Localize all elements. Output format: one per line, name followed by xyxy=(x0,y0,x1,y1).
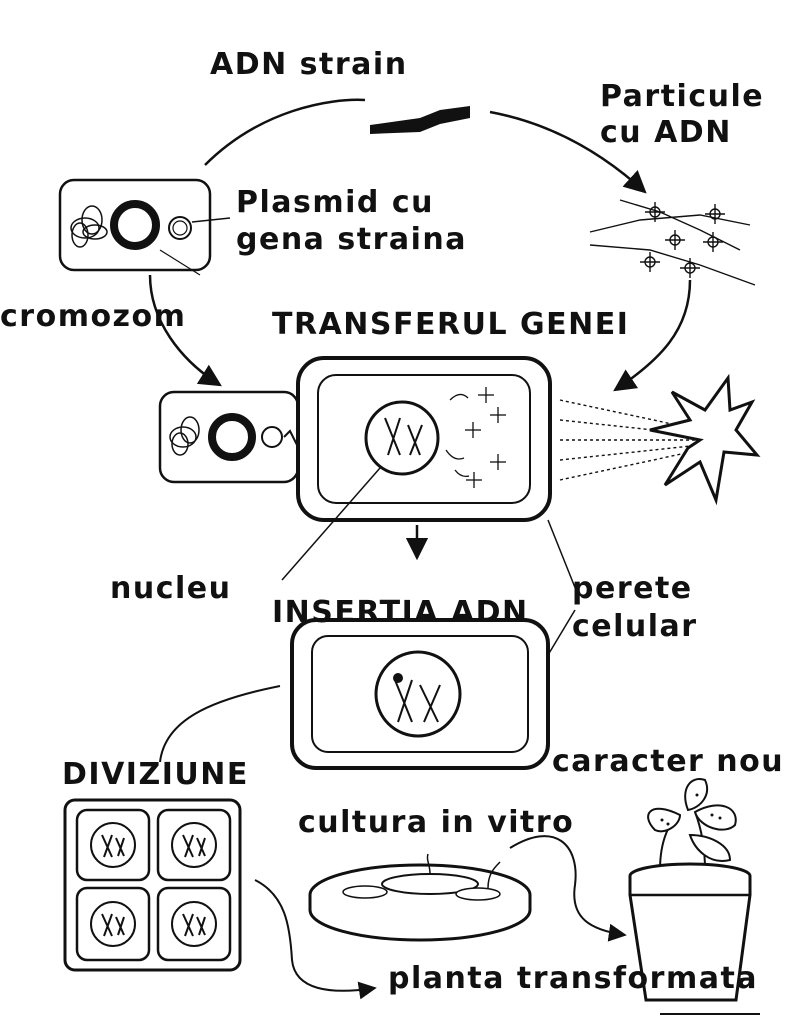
particle-icon xyxy=(703,232,723,252)
label-plasmid: Plasmid cu xyxy=(236,185,434,220)
particle-icon xyxy=(490,407,506,423)
particle-icon xyxy=(490,454,506,470)
petri-dish-icon xyxy=(308,853,532,942)
bacterium-middle xyxy=(158,390,300,484)
transformed-plant-icon xyxy=(628,778,752,1002)
label-gena-straina: gena straina xyxy=(236,222,467,257)
label-planta-transformata: planta transformata xyxy=(388,961,759,996)
particle-icon xyxy=(680,258,700,278)
label-cu-adn: cu ADN xyxy=(600,115,732,150)
plasmid-ring-icon xyxy=(110,200,160,250)
arrow-culture-to-plant xyxy=(509,835,627,942)
plant-cell-transfer xyxy=(296,356,552,522)
nucleus-icon xyxy=(364,400,440,476)
arrow-bacterium-down xyxy=(148,274,222,387)
particle-icon xyxy=(478,387,494,403)
label-particule: Particule xyxy=(600,79,765,114)
perete-pointer xyxy=(547,519,579,596)
label-celular: celular xyxy=(572,609,698,644)
plant-cell-insertion xyxy=(290,618,550,770)
particle-icon xyxy=(665,230,685,250)
plasmid-pointer xyxy=(191,217,231,223)
bacterium-top xyxy=(58,178,212,272)
dna-particles-cluster xyxy=(589,199,756,286)
label-cultura-in-vitro: cultura in vitro xyxy=(298,805,575,840)
arrow-insertion-to-division xyxy=(159,685,281,763)
chromosome-tangle-icon xyxy=(70,205,108,248)
label-perete: perete xyxy=(572,571,693,606)
label-adn-strain: ADN strain xyxy=(210,47,408,82)
label-nucleu: nucleu xyxy=(110,571,232,606)
nucleu-pointer xyxy=(281,467,381,581)
particle-icon xyxy=(466,472,482,488)
chromosomes-icon xyxy=(384,417,423,456)
particle-icon xyxy=(465,422,481,438)
label-insertia-adn: INSERTIA ADN xyxy=(272,595,529,630)
small-plasmid-icon xyxy=(168,216,192,240)
label-transferul-genei: TRANSFERUL GENEI xyxy=(272,307,630,342)
particle-icon xyxy=(640,252,660,272)
divided-cells xyxy=(63,798,242,972)
label-diviziune: DIVIZIUNE xyxy=(62,757,249,792)
label-cromozom: cromozom xyxy=(0,299,187,334)
dna-strand-icon xyxy=(370,106,470,134)
arc-right-top xyxy=(489,110,647,194)
particle-icon xyxy=(645,202,665,222)
arrow-particles-down xyxy=(613,279,692,392)
explosion-icon xyxy=(649,373,761,506)
arc-left-top xyxy=(204,98,366,166)
particle-gun-blast xyxy=(559,399,701,481)
label-caracter-nou: caracter nou xyxy=(552,744,785,779)
arrow-division-to-culture xyxy=(254,879,377,1000)
particle-icon xyxy=(705,204,725,224)
